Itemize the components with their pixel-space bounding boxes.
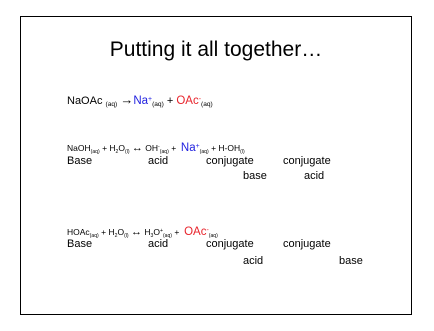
ion-charge: - [198,95,202,103]
element-symbol: O [118,143,126,153]
reactant-naoh: NaOH [67,143,91,153]
plus-sign: + [102,143,108,153]
state-label: (aq) [199,148,209,155]
state-label: (aq) [90,148,100,155]
equation-dissociation: NaOAc (aq) →Na+(aq) + OAc-(aq) [67,92,213,109]
equation-naoh-water: NaOH(aq) + H2O(l) ↔ OH-(aq) + Na+(aq) + … [67,142,245,154]
state-label: (l) [125,148,130,155]
reactant-hoac: HOAc [67,227,90,237]
state-label: (aq) [208,232,218,239]
acetate-ion: OAc- [184,226,209,238]
reactant-water: H2O [108,227,125,239]
ion-symbol: OH [145,143,159,153]
element-symbol: H [108,227,115,237]
plus-sign: + [166,95,174,107]
ion-symbol: OAc [184,226,207,238]
plus-sign: + [211,143,217,153]
state-label: (aq) [152,101,164,109]
acetate-ion: OAc- [176,95,201,107]
hydroxide-ion: OH- [145,143,159,153]
hydronium-ion: H3O+ [144,227,163,239]
state-label: (aq) [159,148,169,155]
plus-sign: + [174,227,180,237]
subscript: 2 [114,232,118,239]
reactant-water: H2O [109,143,126,155]
label-conjugate-acid: acid [304,170,325,182]
label-base: Base [67,155,93,167]
label-conjugate-base: base [243,170,267,182]
label-base: Base [67,238,93,250]
ion-charge: + [148,95,153,103]
state-label: (aq) [89,232,99,239]
product-water: H-OH [218,143,241,153]
subscript: 2 [115,148,119,155]
reaction-arrow: → [120,92,134,107]
label-acid: acid [148,238,169,250]
equilibrium-arrow: ↔ [131,142,143,154]
reactant-naoac: NaOAc [67,95,103,107]
equilibrium-arrow: ↔ [130,226,142,238]
ion-symbol: Na [180,142,196,154]
state-label: (aq) [162,232,172,239]
state-label: (l) [240,148,245,155]
label-conjugate-1: conjugate [206,238,254,250]
ion-symbol: Na [133,95,149,107]
ion-charge: + [159,228,163,235]
state-label: (l) [124,232,129,239]
label-conjugate-acid: acid [243,255,264,267]
slide: Putting it all together… NaOAc (aq) →Na+… [20,16,412,315]
label-conjugate-1: conjugate [206,155,254,167]
element-symbol: H [109,143,116,153]
equation-hoac-water: HOAc(aq) + H2O(l) ↔ H3O+(aq) + OAc-(aq) [67,226,218,238]
label-conjugate-2: conjugate [283,238,331,250]
label-acid: acid [148,155,169,167]
plus-sign: + [171,143,177,153]
element-symbol: H [144,227,151,237]
label-conjugate-2: conjugate [283,155,331,167]
subscript: 3 [150,232,154,239]
slide-title: Putting it all together… [109,38,323,61]
sodium-ion: Na+ [181,142,200,154]
ion-symbol: OAc [176,95,199,107]
plus-sign: + [101,227,107,237]
sodium-ion: Na+ [133,95,152,107]
state-label: (aq) [201,101,213,109]
state-label: (aq) [105,101,118,109]
ion-charge: - [158,144,160,151]
element-symbol: O [117,227,125,237]
label-conjugate-base: base [339,255,363,267]
element-symbol: O [153,227,160,237]
ion-charge: - [206,226,209,234]
ion-charge: + [195,142,200,150]
